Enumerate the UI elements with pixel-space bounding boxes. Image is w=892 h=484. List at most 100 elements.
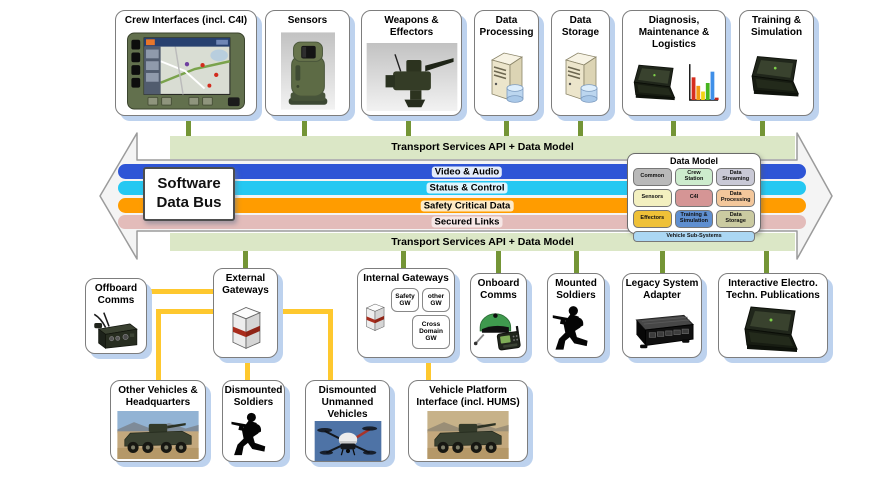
rugged-laptop-icon: [744, 306, 798, 352]
dm-footer-vehicle-subsystems: Vehicle Sub-Systems: [633, 231, 755, 242]
soldier-silhouette-icon: [230, 412, 265, 455]
connector-green: [670, 115, 676, 140]
connector-green: [573, 250, 579, 274]
gw-chip-safety: Safety GW: [391, 287, 419, 312]
connector-green: [400, 250, 406, 274]
node-title: Training & Simulation: [750, 15, 803, 38]
node-title: Onboard Comms: [477, 278, 520, 301]
connector-yellow: [147, 289, 213, 294]
data-model-grid: Common Crew Station Data Streaming Senso…: [633, 168, 755, 228]
sensor-pod-icon: [266, 28, 349, 115]
drone-icon: [314, 421, 381, 462]
node-data-processing: Data Processing: [474, 10, 539, 116]
gateway-package-icon: [214, 298, 277, 357]
lane-status-control-label: Status & Control: [426, 182, 508, 194]
node-title: Other Vehicles & Headquarters: [118, 385, 198, 408]
data-model-title: Data Model: [669, 156, 718, 166]
node-mounted-soldiers: Mounted Soldiers: [547, 273, 605, 358]
node-title: Legacy System Adapter: [625, 278, 699, 301]
connector-green: [503, 115, 509, 140]
node-title: Interactive Electro. Techn. Publications: [726, 278, 820, 301]
gw-chip-other: other GW: [422, 287, 450, 312]
node-internal-gateways: Internal Gateways Safety GW other GW Cro…: [357, 268, 455, 358]
dm-cell-common: Common: [633, 168, 672, 186]
gateway-package-icon: [365, 303, 385, 331]
server-icon: [475, 40, 538, 115]
connector-green: [577, 115, 583, 140]
server-icon: [552, 40, 609, 115]
node-title: Dismounted Unmanned Vehicles: [318, 385, 377, 420]
armored-vehicle-photo: [117, 411, 199, 460]
rugged-laptop-icon: [751, 56, 799, 97]
soldier-silhouette-icon: [223, 410, 284, 462]
connector-yellow: [328, 309, 333, 381]
node-title: Offboard Comms: [94, 283, 138, 306]
radio-icon: [86, 308, 146, 353]
soldier-silhouette-icon: [548, 303, 604, 357]
rugged-laptop-icon: [719, 303, 827, 357]
rugged-laptop-icon: [740, 40, 813, 115]
diagnosis-art: [623, 51, 725, 115]
node-title: Sensors: [287, 15, 328, 26]
node-dismounted-unmanned-vehicles: Dismounted Unmanned Vehicles: [305, 380, 390, 462]
lane-video-audio-label: Video & Audio: [431, 166, 503, 177]
server-icon: [564, 52, 597, 104]
connector-green: [659, 250, 665, 274]
node-data-storage: Data Storage: [551, 10, 610, 116]
node-offboard-comms: Offboard Comms: [85, 278, 147, 354]
connector-yellow: [426, 357, 431, 381]
internal-gateways-art: Safety GW other GW Cross Domain GW: [358, 286, 454, 357]
node-interactive-etp: Interactive Electro. Techn. Publications: [718, 273, 828, 358]
connector-green: [763, 250, 769, 274]
helmet-radio-icon: [473, 313, 521, 351]
gw-chip-cross-domain: Cross Domain GW: [412, 314, 450, 349]
dm-cell-effectors: Effectors: [633, 210, 672, 228]
node-title: Mounted Soldiers: [555, 278, 597, 301]
drone-icon: [306, 421, 389, 462]
node-dismounted-soldiers: Dismounted Soldiers: [222, 380, 285, 462]
crew-display-icon: [116, 28, 256, 115]
node-training-simulation: Training & Simulation: [739, 10, 814, 116]
node-sensors: Sensors: [265, 10, 350, 116]
connector-yellow: [245, 357, 250, 381]
node-title: Internal Gateways: [363, 273, 449, 284]
node-onboard-comms: Onboard Comms: [470, 273, 527, 358]
connector-yellow: [156, 309, 213, 314]
weapon-station-icon: [362, 40, 461, 115]
armored-vehicle-photo: [111, 410, 205, 461]
bar-chart-icon: [689, 64, 719, 101]
connector-green: [301, 115, 307, 140]
node-external-gateways: External Gateways: [213, 268, 278, 358]
dm-cell-crew-station: Crew Station: [674, 168, 714, 186]
gw-chip-group: Safety GW other GW Cross Domain GW: [391, 287, 450, 349]
node-title: Vehicle Platform Interface (incl. HUMS): [416, 385, 520, 408]
connector-yellow: [278, 309, 333, 314]
dm-cell-sensors: Sensors: [633, 189, 672, 207]
rugged-laptop-icon: [633, 64, 676, 101]
node-title: Data Storage: [561, 15, 600, 38]
connector-yellow: [156, 309, 161, 381]
dm-cell-data-processing: Data Processing: [716, 189, 755, 207]
node-legacy-system-adapter: Legacy System Adapter: [622, 273, 702, 358]
node-vehicle-platform-interface: Vehicle Platform Interface (incl. HUMS): [408, 380, 528, 462]
node-diagnosis-maintenance-logistics: Diagnosis, Maintenance & Logistics: [622, 10, 726, 116]
radio-icon: [93, 312, 138, 350]
node-title: Dismounted Soldiers: [224, 385, 283, 408]
soldier-silhouette-icon: [552, 305, 588, 350]
node-other-vehicles-headquarters: Other Vehicles & Headquarters: [110, 380, 206, 462]
dm-cell-data-storage: Data Storage: [716, 210, 755, 228]
connector-green: [759, 115, 765, 140]
dm-cell-c4i: C4I: [674, 189, 714, 207]
node-crew-interfaces: Crew Interfaces (incl. C4I): [115, 10, 257, 116]
connector-green: [495, 250, 501, 274]
node-title: Crew Interfaces (incl. C4I): [124, 15, 248, 26]
lane-safety-critical-label: Safety Critical Data: [420, 200, 514, 211]
node-weapons-effectors: Weapons & Effectors: [361, 10, 462, 116]
transport-band-bottom-label: Transport Services API + Data Model: [391, 236, 574, 248]
dm-cell-data-streaming: Data Streaming: [716, 168, 755, 186]
transport-band-top-label: Transport Services API + Data Model: [391, 141, 574, 153]
connector-green: [405, 115, 411, 140]
node-title: Weapons & Effectors: [384, 15, 439, 38]
gateway-package-icon: [231, 306, 261, 349]
node-title: Diagnosis, Maintenance & Logistics: [638, 15, 710, 50]
